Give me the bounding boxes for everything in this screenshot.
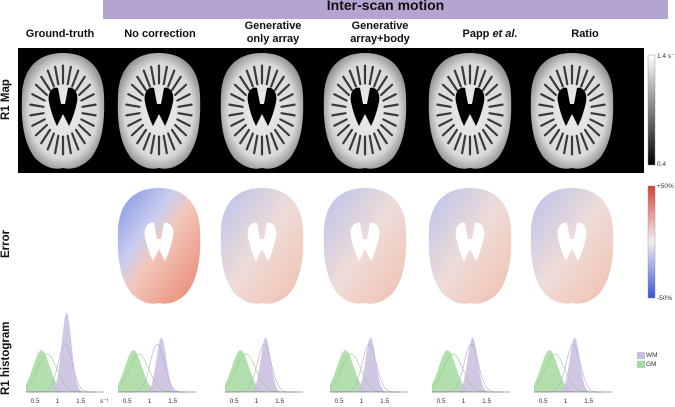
wm-hist: [225, 337, 295, 392]
hist-tick-label: 0.5: [123, 398, 132, 405]
wm-hist: [330, 337, 400, 392]
hist-tick-label: 0.5: [230, 398, 239, 405]
column-generative-only-array: Generative only array: [244, 20, 302, 45]
hist-tick-label: 1.5: [76, 398, 85, 405]
hist-tick-label: 1: [564, 398, 568, 405]
r1-map-5: [530, 53, 614, 169]
hist-tick-label: 1.5: [275, 398, 284, 405]
error-colorbar-min: -50%: [657, 295, 673, 302]
error-map-1: [117, 188, 201, 304]
hist-unit-label: s⁻¹: [100, 398, 110, 405]
hist-tick-label: 1.5: [168, 398, 177, 405]
hist-tick-label: 0.5: [31, 398, 40, 405]
hist-tick-label: 1: [462, 398, 466, 405]
r1-histogram-4: 0.5 1 1.5: [431, 337, 510, 405]
r1-histogram-0: 0.5 1 1.5 s⁻¹: [25, 312, 110, 405]
r1-map-0: [21, 53, 105, 169]
column-papp: Papp et al.: [440, 28, 540, 41]
legend-gm-label: GM: [646, 361, 657, 368]
column-ground-truth: Ground-truth: [25, 28, 95, 40]
hist-tick-label: 0.5: [437, 398, 446, 405]
wm-hist: [534, 337, 604, 392]
r1-colorbar: [647, 54, 656, 166]
hist-tick-label: 0.5: [335, 398, 344, 405]
error-map-4: [428, 188, 512, 304]
r1-map-4: [428, 53, 512, 169]
hist-tick-label: 1: [360, 398, 364, 405]
hist-tick-label: 1: [148, 398, 152, 405]
column-no-correction: No correction: [124, 28, 196, 40]
error-colorbar-max: +50%: [657, 183, 674, 190]
column-generative-array-body: Generative array+body: [350, 20, 410, 45]
hist-tick-label: 1.5: [584, 398, 593, 405]
gm-hist: [225, 350, 295, 392]
r1-histogram-3: 0.5 1 1.5: [329, 337, 408, 405]
r1-map-2: [220, 53, 304, 169]
r1-map-3: [323, 53, 407, 169]
error-colorbar: [647, 185, 656, 299]
inter-scan-motion-title: Inter-scan motion: [326, 0, 445, 13]
r1-colorbar-min: 0.4: [657, 161, 667, 168]
hist-tick-label: 1: [56, 398, 60, 405]
wm-hist: [432, 337, 502, 392]
column-ratio: Ratio: [571, 28, 599, 40]
papp-label-prefix: Papp: [462, 28, 493, 40]
gm-hist: [330, 350, 400, 392]
r1-histogram-5: 0.5 1 1.5: [533, 337, 612, 405]
error-map-5: [530, 188, 614, 304]
legend-gm-swatch: [637, 361, 645, 368]
papp-et-al: et al.: [492, 28, 518, 40]
r1-colorbar-max: 1.4 s⁻¹: [657, 53, 675, 60]
legend-wm-label: WM: [646, 352, 658, 359]
r1-histogram-2: 0.5 1 1.5: [224, 337, 303, 405]
error-map-2: [220, 188, 304, 304]
hist-tick-label: 1.5: [482, 398, 491, 405]
hist-tick-label: 0.5: [539, 398, 548, 405]
gm-hist: [534, 350, 604, 392]
hist-tick-label: 1.5: [380, 398, 389, 405]
r1-map-1: [117, 53, 201, 169]
wm-hist: [118, 337, 188, 392]
r1-histogram-1: 0.5 1 1.5: [117, 337, 196, 405]
gm-hist: [118, 350, 188, 392]
gm-hist: [26, 350, 96, 392]
inter-scan-motion-banner: [103, 0, 668, 19]
gm-hist: [432, 350, 502, 392]
legend-wm-swatch: [637, 352, 645, 359]
error-map-3: [323, 188, 407, 304]
hist-tick-label: 1: [255, 398, 259, 405]
